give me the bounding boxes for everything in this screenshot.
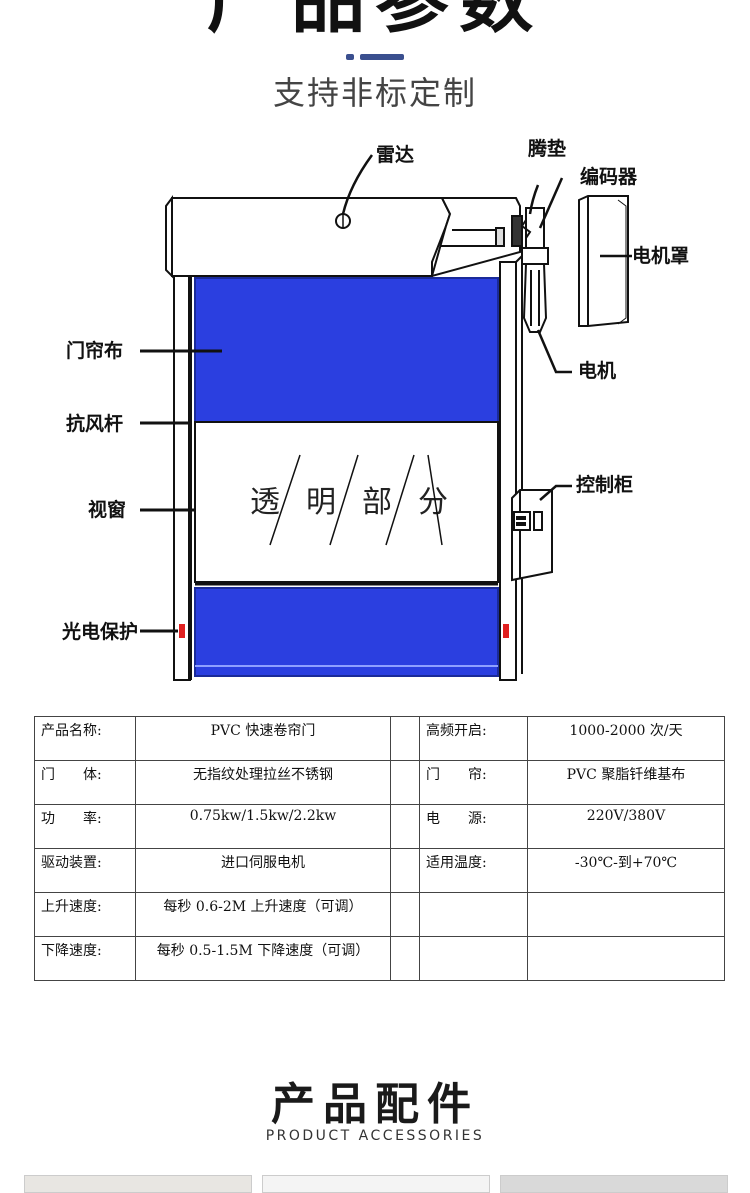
table-row: 产品名称: PVC 快速卷帘门 高频开启: 1000-2000 次/天 [34,716,725,761]
spec-table: 产品名称: PVC 快速卷帘门 高频开启: 1000-2000 次/天 门 体:… [34,716,725,981]
accessories-subtitle: PRODUCT ACCESSORIES [265,1128,485,1144]
glass-lines [269,454,443,546]
label-photo-protect: 光电保护 [61,620,138,643]
table-row: 上升速度: 每秒 0.6-2M 上升速度（可调） [34,892,725,937]
label-radar: 雷达 [376,143,414,166]
label-motor: 电机 [578,359,616,382]
label-window: 视窗 [88,498,126,521]
accessory-image [24,1175,252,1193]
page-title: 产品参数 [207,0,543,43]
control-box-icon [511,489,553,582]
table-row: 门 体: 无指纹处理拉丝不锈钢 门 帘: PVC 聚脂钎维基布 [34,760,725,805]
label-curtain: 门帘布 [66,339,123,362]
wind-bar [188,276,192,680]
accessory-image [500,1175,728,1193]
window-panel [194,421,499,583]
table-row: 下降速度: 每秒 0.5-1.5M 下降速度（可调） [34,936,725,981]
curtain-lower [194,587,499,677]
window-text: 透 明 部 分 [250,485,448,520]
table-row: 功 率: 0.75kw/1.5kw/2.2kw 电 源: 220V/380V [34,804,725,849]
door-housing [165,195,521,279]
photo-sensor-right [503,624,509,638]
table-row: 驱动装置: 进口伺服电机 适用温度: -30℃-到+70℃ [34,848,725,893]
svg-text:部: 部 [362,485,392,520]
radar-icon [335,154,374,229]
door-diagram: 雷达 透 明 部 分 腾垫 编码器 电机 [61,137,689,681]
curtain-upper [194,277,499,423]
svg-text:透: 透 [250,485,280,520]
title-accent-bar [346,54,404,60]
svg-text:明: 明 [306,485,336,520]
label-pad: 腾垫 [527,137,566,160]
motor-cover-icon [578,195,629,327]
photo-sensor-left [179,624,185,638]
motor-icon [511,207,549,333]
label-control-box: 控制柜 [576,473,633,496]
accessory-image [262,1175,490,1193]
accessories-title: 产品配件 [271,1079,479,1130]
label-wind-bar: 抗风杆 [66,412,123,435]
label-encoder: 编码器 [580,165,638,188]
page-subtitle: 支持非标定制 [272,74,477,112]
label-motor-cover: 电机罩 [632,244,689,267]
